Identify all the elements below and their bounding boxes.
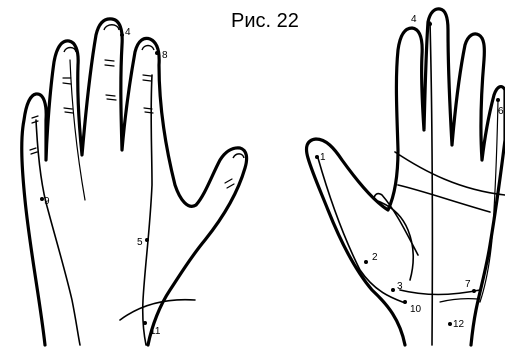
right-point-12-label: 12 [453, 319, 465, 330]
right-point-10-label: 10 [410, 304, 422, 315]
right-point-6-label: 6 [498, 106, 504, 117]
right-point-10-marker [403, 300, 407, 304]
left-point-8-marker [155, 51, 159, 55]
right-point-4-label: 4 [411, 14, 417, 25]
right-point-1-label: 1 [320, 152, 326, 163]
right-point-7-marker [472, 289, 476, 293]
right-point-4-marker [428, 22, 432, 26]
right-point-1-marker [315, 155, 319, 159]
right-point-7-label: 7 [465, 279, 471, 290]
left-point-11-label: 11 [150, 326, 161, 337]
left-hand-outline [22, 19, 247, 345]
left-point-4-label: 4 [125, 27, 131, 38]
right-point-2-label: 2 [372, 252, 378, 263]
right-hand-outline [307, 9, 505, 345]
left-hand: 4 8 9 5 11 [22, 19, 247, 345]
left-point-4-marker [120, 33, 124, 37]
left-point-8-label: 8 [162, 50, 168, 61]
right-hand: 4 6 1 2 3 10 7 12 [307, 9, 505, 345]
right-point-2-marker [364, 260, 368, 264]
right-point-6-marker [496, 98, 500, 102]
left-point-11-marker [143, 321, 147, 325]
left-point-5-marker [145, 238, 149, 242]
left-point-9-label: 9 [44, 196, 50, 207]
left-point-5-label: 5 [137, 237, 143, 248]
right-point-3-marker [391, 288, 395, 292]
right-point-12-marker [448, 322, 452, 326]
right-point-3-label: 3 [397, 281, 403, 292]
